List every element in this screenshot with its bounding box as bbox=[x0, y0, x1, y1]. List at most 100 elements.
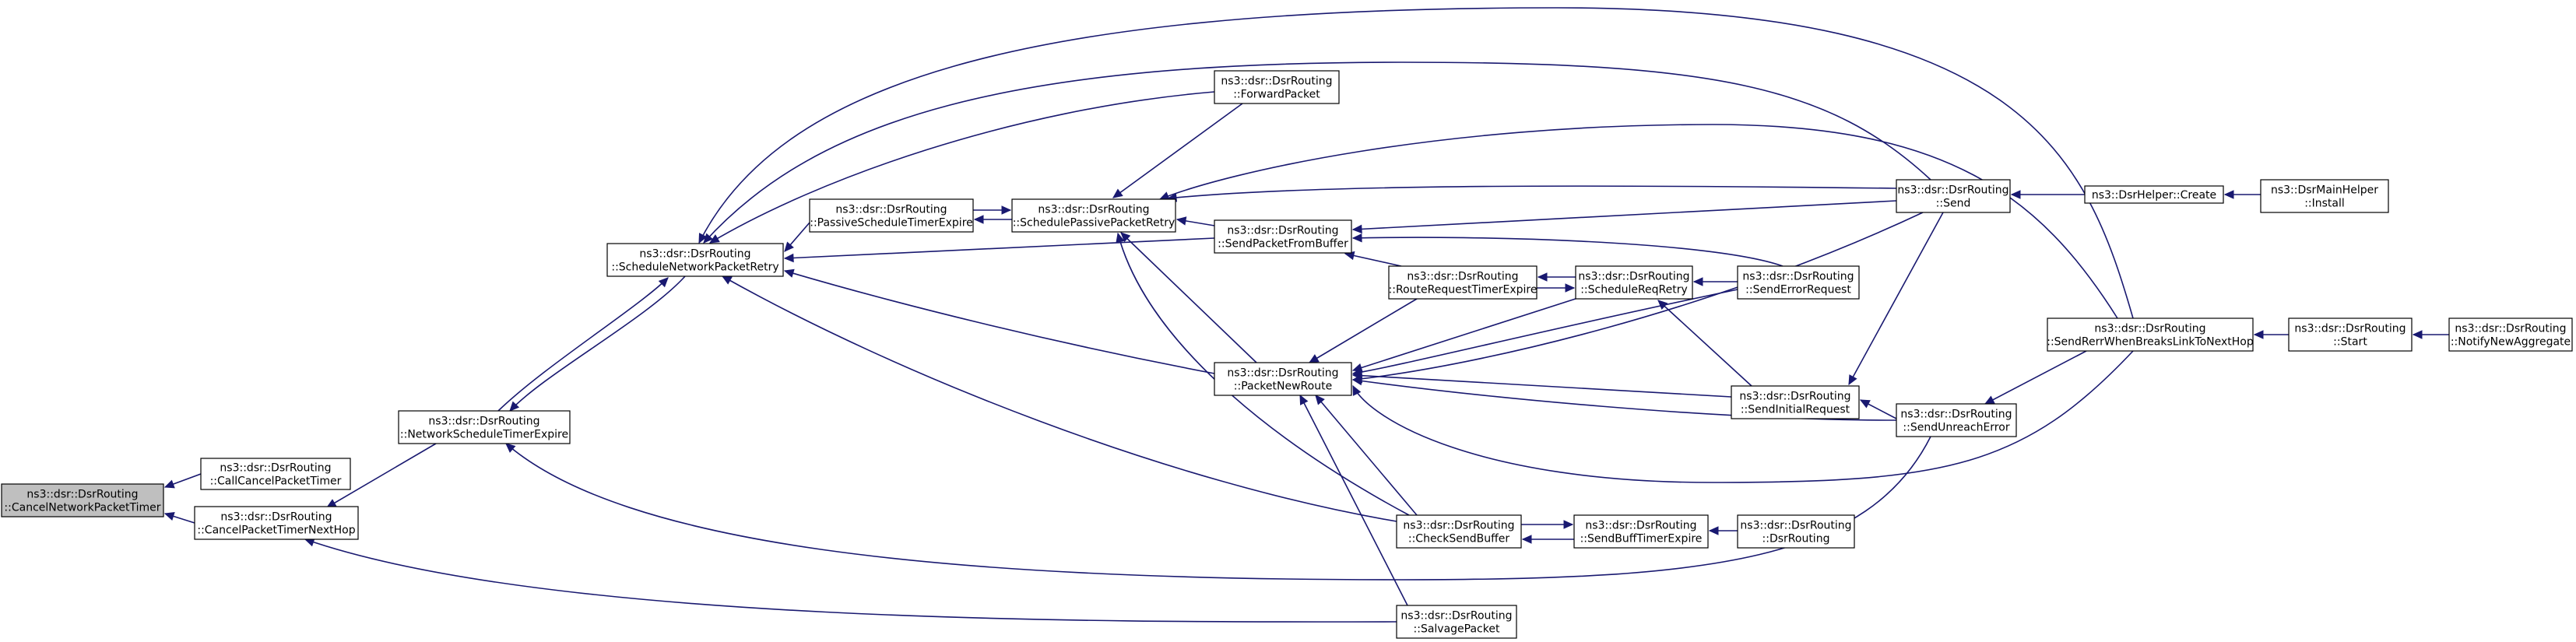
node-box bbox=[1214, 219, 1352, 254]
call-edge bbox=[2253, 330, 2289, 339]
node-label-line: ns3::dsr::DsrRouting bbox=[1227, 225, 1338, 237]
node-box bbox=[1396, 605, 1517, 639]
node-box bbox=[398, 410, 571, 444]
call-edge bbox=[698, 7, 2134, 319]
call-edge bbox=[1344, 251, 1402, 267]
node-box bbox=[2047, 317, 2254, 352]
call-edge bbox=[973, 205, 1012, 215]
function-node-send[interactable]: ns3::dsr::DsrRouting::Send bbox=[1896, 179, 2011, 213]
call-edge bbox=[1859, 399, 1897, 419]
node-box bbox=[1396, 514, 1522, 549]
call-edge bbox=[2223, 190, 2261, 199]
call-edge bbox=[1299, 394, 1408, 606]
node-label-line: ::SendRerrWhenBreaksLinkToNextHop bbox=[2047, 336, 2254, 349]
function-node-cancel-packet-timer-next-hop[interactable]: ns3::dsr::DsrRouting::CancelPacketTimerN… bbox=[194, 506, 359, 540]
call-edge bbox=[783, 237, 1215, 263]
node-label-line: ns3::dsr::DsrRouting bbox=[1221, 75, 1332, 88]
function-node-schedule-passive-packet-retry[interactable]: ns3::dsr::DsrRouting::SchedulePassivePac… bbox=[1011, 198, 1176, 233]
call-edge bbox=[497, 277, 669, 412]
node-label-line: ::SchedulePassivePacketRetry bbox=[1013, 217, 1176, 230]
call-edge bbox=[1351, 296, 1581, 372]
node-label-line: ns3::dsr::DsrRouting bbox=[1578, 271, 1689, 283]
call-edge bbox=[784, 222, 810, 252]
node-label-line: ::NetworkScheduleTimerExpire bbox=[400, 429, 568, 441]
node-box bbox=[1011, 198, 1176, 233]
node-label-line: ns3::dsr::DsrRouting bbox=[2455, 323, 2566, 335]
function-node-network-schedule-timer-expire[interactable]: ns3::dsr::DsrRouting::NetworkScheduleTim… bbox=[398, 410, 571, 444]
node-box bbox=[1737, 514, 1855, 549]
call-edge bbox=[509, 275, 686, 412]
function-node-schedule-req-retry[interactable]: ns3::dsr::DsrRouting::ScheduleReqRetry bbox=[1575, 265, 1693, 300]
function-node-dsr-helper-create[interactable]: ns3::DsrHelper::Create bbox=[2084, 185, 2224, 204]
node-box bbox=[809, 198, 974, 233]
node-label-line: ::SendInitialRequest bbox=[1741, 404, 1850, 416]
node-label-line: ns3::dsr::DsrRouting bbox=[1227, 367, 1338, 380]
function-node-route-request-timer-expire[interactable]: ns3::dsr::DsrRouting::RouteRequestTimerE… bbox=[1388, 265, 1538, 300]
call-edge bbox=[1984, 350, 2087, 405]
function-node-send-error-request[interactable]: ns3::dsr::DsrRouting::SendErrorRequest bbox=[1737, 265, 1860, 300]
node-label-line: ::SendUnreachError bbox=[1903, 422, 2009, 434]
node-label-line: ns3::DsrHelper::Create bbox=[2092, 189, 2216, 202]
function-node-salvage-packet[interactable]: ns3::dsr::DsrRouting::SalvagePacket bbox=[1396, 605, 1517, 639]
call-edge bbox=[1158, 124, 2118, 319]
node-box bbox=[1731, 385, 1860, 419]
node-label-line: ns3::dsr::DsrRouting bbox=[639, 248, 750, 261]
node-label-line: ns3::dsr::DsrRouting bbox=[220, 462, 331, 475]
call-edge bbox=[1308, 298, 1418, 363]
call-edge bbox=[783, 268, 1215, 374]
call-edge bbox=[1120, 232, 1257, 363]
call-edge bbox=[1537, 283, 1576, 293]
call-edge bbox=[1351, 233, 1784, 267]
function-node-start[interactable]: ns3::dsr::DsrRouting::Start bbox=[2288, 317, 2413, 352]
call-edge bbox=[2010, 190, 2085, 199]
function-node-packet-new-route[interactable]: ns3::dsr::DsrRouting::PacketNewRoute bbox=[1214, 362, 1352, 396]
function-node-dsr-main-helper-install[interactable]: ns3::DsrMainHelper::Install bbox=[2260, 179, 2389, 213]
node-box bbox=[1, 483, 164, 517]
node-label-line: ns3::dsr::DsrRouting bbox=[1585, 520, 1696, 532]
call-edge bbox=[163, 511, 195, 524]
function-node-check-send-buffer[interactable]: ns3::dsr::DsrRouting::CheckSendBuffer bbox=[1396, 514, 1522, 549]
call-edge bbox=[1351, 370, 1732, 398]
call-edge bbox=[1351, 212, 1924, 384]
node-label-line: ns3::dsr::DsrRouting bbox=[220, 511, 332, 524]
node-label-line: ::CallCancelPacketTimer bbox=[210, 475, 342, 488]
function-node-passive-schedule-timer-expire[interactable]: ns3::dsr::DsrRouting::PassiveScheduleTim… bbox=[809, 198, 974, 233]
function-node-send-initial-request[interactable]: ns3::dsr::DsrRouting::SendInitialRequest bbox=[1731, 385, 1860, 419]
node-box bbox=[200, 458, 351, 490]
function-node-send-packet-from-buffer[interactable]: ns3::dsr::DsrRouting::SendPacketFromBuff… bbox=[1214, 219, 1352, 254]
node-box bbox=[606, 243, 784, 277]
node-box bbox=[1575, 265, 1693, 300]
node-label-line: ns3::dsr::DsrRouting bbox=[1038, 204, 1149, 216]
call-edge bbox=[721, 275, 1397, 522]
function-node-send-unreach-error[interactable]: ns3::dsr::DsrRouting::SendUnreachError bbox=[1896, 403, 2017, 437]
node-box bbox=[1388, 265, 1538, 300]
function-node-dsr-routing-ctor[interactable]: ns3::dsr::DsrRouting::DsrRouting bbox=[1737, 514, 1855, 549]
node-label-line: ::Install bbox=[2304, 198, 2345, 210]
call-edge bbox=[1112, 103, 1243, 198]
function-node-forward-packet[interactable]: ns3::dsr::DsrRouting::ForwardPacket bbox=[1214, 70, 1340, 104]
node-box bbox=[2084, 185, 2224, 204]
call-edge bbox=[2412, 330, 2449, 339]
call-edge bbox=[1315, 395, 1418, 516]
node-box bbox=[2448, 317, 2573, 352]
function-node-call-cancel-packet-timer[interactable]: ns3::dsr::DsrRouting::CallCancelPacketTi… bbox=[200, 458, 351, 490]
function-node-schedule-network-packet-retry[interactable]: ns3::dsr::DsrRouting::ScheduleNetworkPac… bbox=[606, 243, 784, 277]
function-node-send-buff-timer-expire[interactable]: ns3::dsr::DsrRouting::SendBuffTimerExpir… bbox=[1573, 514, 1709, 549]
call-edge bbox=[1657, 300, 1752, 387]
node-label-line: ns3::dsr::DsrRouting bbox=[1742, 271, 1854, 283]
node-label-line: ::SendPacketFromBuffer bbox=[1218, 238, 1348, 251]
function-node-notify-new-aggregate[interactable]: ns3::dsr::DsrRouting::NotifyNewAggregate bbox=[2448, 317, 2573, 352]
node-label-line: ::NotifyNewAggregate bbox=[2451, 336, 2571, 349]
call-edge bbox=[1521, 535, 1574, 544]
call-edge bbox=[1708, 526, 1738, 535]
function-node-send-rerr-when-breaks-link[interactable]: ns3::dsr::DsrRouting::SendRerrWhenBreaks… bbox=[2047, 317, 2254, 352]
call-edge bbox=[1848, 212, 1944, 386]
node-label-line: ::Send bbox=[1936, 198, 1971, 210]
node-label-line: ::Start bbox=[2333, 336, 2367, 349]
call-edge bbox=[1351, 200, 1897, 234]
node-box bbox=[1573, 514, 1709, 549]
function-node-cancel-network-packet-timer[interactable]: ns3::dsr::DsrRouting::CancelNetworkPacke… bbox=[1, 483, 164, 517]
node-label-line: ::SendBuffTimerExpire bbox=[1580, 533, 1703, 546]
node-label-line: ::PacketNewRoute bbox=[1234, 381, 1332, 393]
